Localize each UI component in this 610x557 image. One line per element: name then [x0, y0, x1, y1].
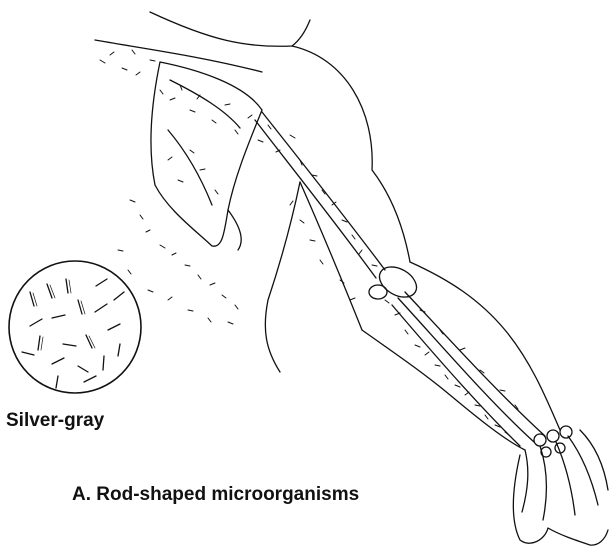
- rod-bacteria: [22, 279, 124, 388]
- clavicle: [95, 40, 262, 72]
- radius-bone: [405, 292, 545, 436]
- neck-contour: [150, 12, 310, 46]
- scapula: [151, 62, 262, 246]
- inset-circle: [9, 261, 141, 393]
- hand-bones: [522, 426, 608, 520]
- torso-contour: [265, 182, 300, 372]
- humerus-bone: [262, 112, 385, 270]
- forearm-upper-contour: [410, 262, 560, 430]
- microscope-inset: [9, 261, 141, 393]
- shoulder-contour: [292, 46, 410, 262]
- microscope-label: Silver-gray: [6, 410, 104, 432]
- figure-caption: A. Rod-shaped microorganisms: [72, 484, 359, 506]
- upper-arm-lower-contour: [300, 182, 362, 330]
- elbow-joint: [374, 261, 422, 304]
- ulna-bone: [392, 305, 520, 446]
